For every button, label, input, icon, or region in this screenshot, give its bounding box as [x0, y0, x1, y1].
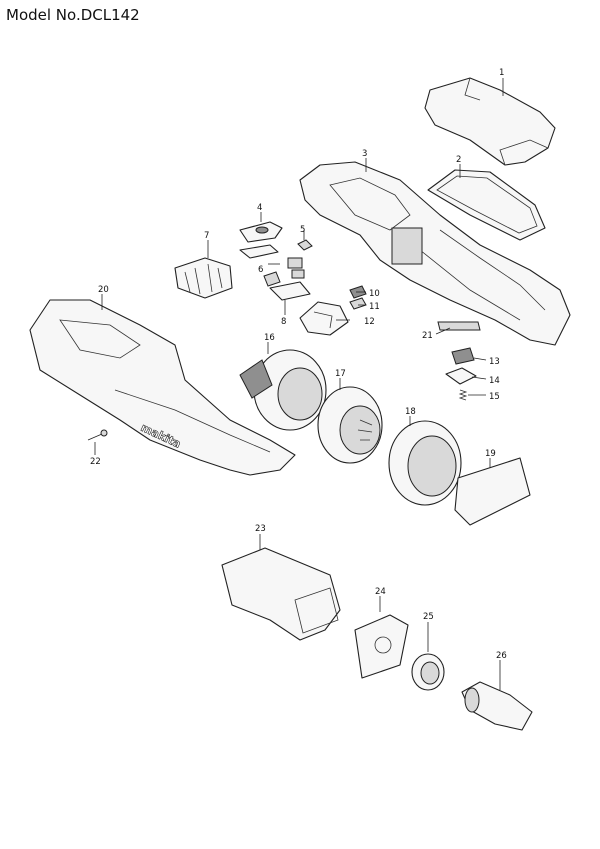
callout-20: 20	[98, 285, 109, 295]
callout-15: 15	[489, 392, 500, 402]
callout-4: 4	[257, 203, 262, 213]
callout-16: 16	[264, 333, 275, 343]
callout-2: 2	[456, 155, 461, 165]
part-21-label	[437, 321, 481, 331]
callout-14: 14	[489, 376, 500, 386]
part-26-nozzle	[461, 681, 533, 731]
callout-1: 1	[499, 68, 504, 78]
page-title: Model No.DCL142	[6, 6, 140, 24]
callout-3: 3	[362, 149, 367, 159]
part-14-latch	[445, 367, 477, 385]
callout-5: 5	[300, 225, 305, 235]
callout-12: 12	[364, 317, 375, 327]
part-19-prefilter	[454, 457, 531, 526]
part-18-ring	[388, 420, 462, 506]
callout-21: 21	[422, 331, 433, 341]
part-2-seal	[427, 169, 546, 241]
callout-8: 8	[281, 317, 286, 327]
part-3-housing	[299, 161, 571, 346]
callout-11: 11	[369, 302, 380, 312]
callout-numbers: 1 2 3 4 5 6 7 8 10 11 12 13 14 15 16 17 …	[90, 68, 507, 661]
part-6-switch-base	[239, 244, 305, 279]
callout-13: 13	[489, 357, 500, 367]
callout-19: 19	[485, 449, 496, 459]
part-4-switch	[239, 221, 283, 243]
callout-6: 6	[258, 265, 263, 275]
callout-10: 10	[369, 289, 380, 299]
callout-26: 26	[496, 651, 507, 661]
callout-23: 23	[255, 524, 266, 534]
part-22-screw	[87, 429, 108, 441]
callout-17: 17	[335, 369, 346, 379]
part-20-lower-housing: makita	[29, 299, 296, 476]
leader-lines	[94, 78, 504, 690]
callout-7: 7	[204, 231, 209, 241]
part-23-filter	[221, 547, 341, 641]
part-12-bracket	[299, 301, 349, 336]
callout-22: 22	[90, 457, 101, 467]
callout-18: 18	[405, 407, 416, 417]
callout-24: 24	[375, 587, 386, 597]
part-17-fan-case	[317, 386, 383, 464]
callout-25: 25	[423, 612, 434, 622]
part-25-ring	[411, 653, 445, 691]
part-8-board	[263, 271, 311, 301]
part-16-motor	[239, 349, 327, 431]
part-7-terminal	[174, 257, 233, 299]
part-24-plate	[354, 614, 409, 679]
part-13-button	[451, 347, 475, 365]
part-5-lens	[297, 239, 313, 251]
part-15-spring	[458, 389, 468, 401]
part-11-block	[349, 297, 367, 310]
part-1-cover	[424, 77, 556, 166]
